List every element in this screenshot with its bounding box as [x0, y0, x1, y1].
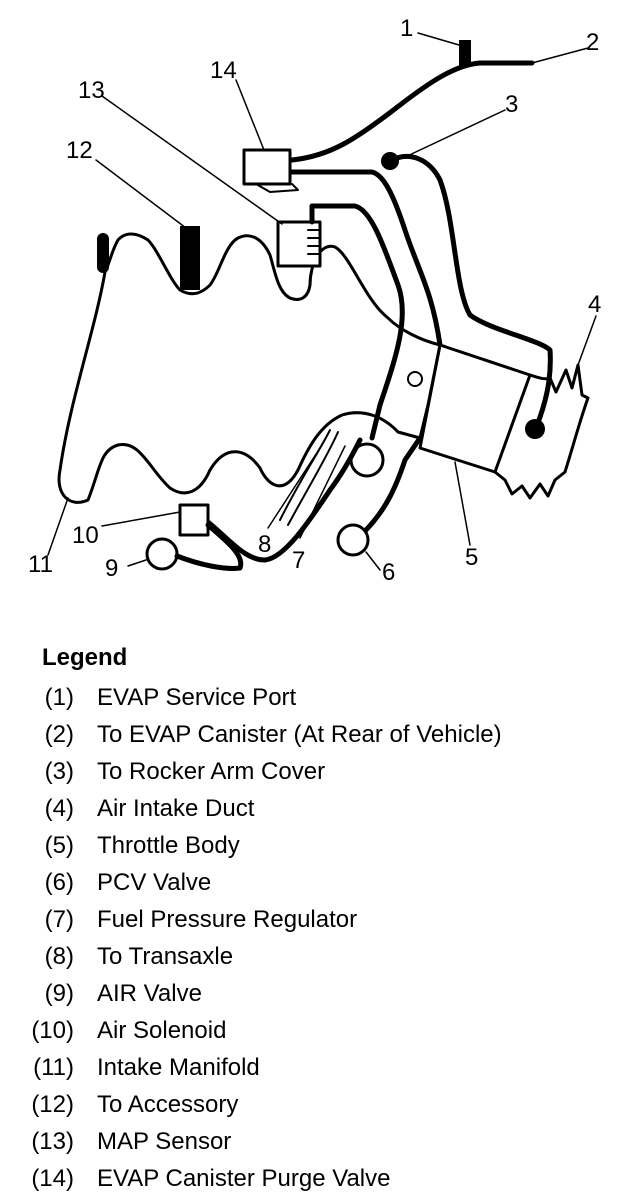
legend-item: (1) EVAP Service Port	[0, 684, 640, 721]
legend-item-label: To Transaxle	[97, 943, 234, 970]
legend-item-label: To Rocker Arm Cover	[97, 758, 326, 785]
legend-title: Legend	[42, 644, 128, 671]
air-valve	[145, 537, 179, 571]
pcv-valve	[336, 523, 370, 557]
legend-item-number: (12)	[31, 1091, 74, 1118]
legend-item: (4) Air Intake Duct	[0, 795, 640, 832]
legend-item: (3) To Rocker Arm Cover	[0, 758, 640, 795]
air-solenoid	[178, 503, 210, 537]
callout-11: 11	[28, 551, 53, 578]
legend-item-number: (2)	[44, 721, 74, 748]
callout-5: 5	[465, 544, 478, 571]
legend-item: (8) To Transaxle	[0, 943, 640, 980]
legend-item: (11) Intake Manifold	[0, 1054, 640, 1091]
intake-manifold	[57, 232, 442, 504]
callout-3: 3	[505, 91, 518, 118]
callout-12: 12	[66, 137, 93, 164]
callout-13: 13	[78, 77, 105, 104]
vacuum-hose-diagram: 1 2 3 4 5 6 7 8 9 10 11 12 13 14	[28, 15, 601, 586]
legend-item: (14) EVAP Canister Purge Valve	[0, 1165, 640, 1202]
legend-item-number: (11)	[33, 1054, 74, 1081]
legend-item: (10) Air Solenoid	[0, 1017, 640, 1054]
legend-item-label: AIR Valve	[97, 980, 202, 1007]
legend-item-number: (5)	[44, 832, 74, 859]
callout-9: 9	[105, 555, 118, 582]
legend-item-number: (4)	[44, 795, 74, 822]
legend-item-label: Intake Manifold	[97, 1054, 260, 1081]
legend-item-label: Air Solenoid	[97, 1017, 227, 1044]
legend-item-number: (10)	[31, 1017, 74, 1044]
legend-item-label: Fuel Pressure Regulator	[97, 906, 358, 933]
legend-item-number: (3)	[44, 758, 74, 785]
legend-item-number: (8)	[44, 943, 74, 970]
evap-canister-purge-valve	[242, 148, 292, 186]
legend-item-number: (13)	[31, 1128, 74, 1155]
legend-item: (5) Throttle Body	[0, 832, 640, 869]
legend-item: (6) PCV Valve	[0, 869, 640, 906]
legend-item-label: To EVAP Canister (At Rear of Vehicle)	[97, 721, 502, 748]
legend-item-label: EVAP Canister Purge Valve	[97, 1165, 391, 1192]
callout-numbers: 1 2 3 4 5 6 7 8 9 10 11 12 13 14	[28, 15, 601, 586]
legend-item: (2) To EVAP Canister (At Rear of Vehicle…	[0, 721, 640, 758]
callout-14: 14	[210, 57, 237, 84]
legend-item-label: Air Intake Duct	[97, 795, 255, 822]
legend-item-number: (7)	[44, 906, 74, 933]
map-sensor	[276, 220, 322, 268]
legend-item: (12) To Accessory	[0, 1091, 640, 1128]
evap-service-port	[459, 40, 471, 66]
legend-item-label: PCV Valve	[97, 869, 212, 896]
legend-item-number: (9)	[44, 980, 74, 1007]
legend-item: (7) Fuel Pressure Regulator	[0, 906, 640, 943]
evap-canister-hose	[289, 60, 535, 163]
legend-item-label: To Accessory	[97, 1091, 239, 1118]
legend-item-label: Throttle Body	[97, 832, 240, 859]
accessory-fitting	[180, 226, 200, 290]
legend-item-number: (14)	[31, 1165, 74, 1192]
callout-6: 6	[382, 559, 395, 586]
callout-7: 7	[292, 547, 305, 574]
transaxle-hose	[279, 429, 339, 526]
callout-1: 1	[400, 15, 413, 42]
callout-8: 8	[258, 531, 271, 558]
legend-item: (13) MAP Sensor	[0, 1128, 640, 1165]
legend-item-number: (6)	[44, 869, 74, 896]
legend-item: (9) AIR Valve	[0, 980, 640, 1017]
legend-item-number: (1)	[44, 684, 74, 711]
legend-item-label: MAP Sensor	[97, 1128, 232, 1155]
callout-4: 4	[588, 291, 601, 318]
air-intake-duct	[493, 363, 590, 500]
legend-item-label: EVAP Service Port	[97, 684, 297, 711]
callout-2: 2	[586, 29, 599, 56]
callout-10: 10	[72, 522, 99, 549]
